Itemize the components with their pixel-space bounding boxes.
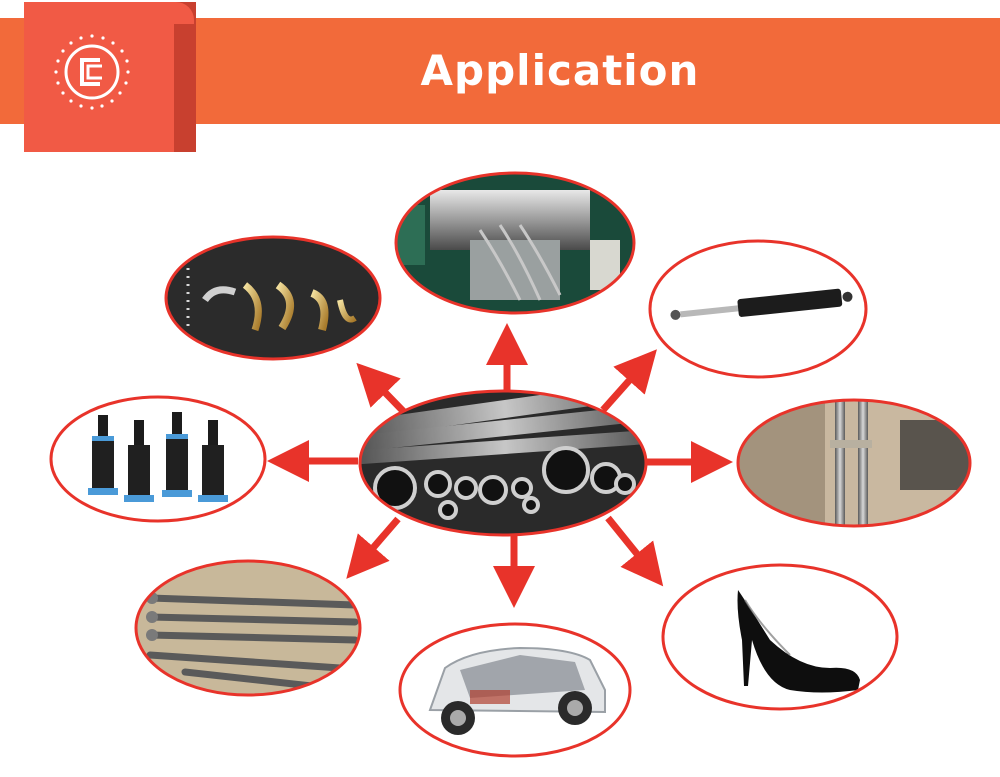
car-cutaway-image	[400, 624, 630, 756]
arrow-bottom-right	[605, 515, 664, 587]
arrow-bottom-left	[346, 516, 401, 579]
bent-brass-fittings-image	[166, 237, 380, 359]
arrows	[267, 323, 733, 608]
page-title: Application	[420, 46, 700, 95]
door-handle-bar-image	[738, 400, 970, 526]
logo-tab-curl	[160, 2, 194, 24]
coilover-shock-absorbers-image	[51, 397, 265, 521]
high-heel-shoe-image	[663, 565, 897, 709]
company-logo-icon	[54, 34, 130, 110]
arrow-top-right	[600, 349, 657, 413]
diesel-engine-image	[396, 173, 634, 313]
logo-tab-fold	[174, 2, 196, 152]
long-shafts-image	[136, 561, 360, 695]
gas-spring-strut-image	[650, 241, 866, 377]
arrow-top-left	[356, 362, 407, 415]
